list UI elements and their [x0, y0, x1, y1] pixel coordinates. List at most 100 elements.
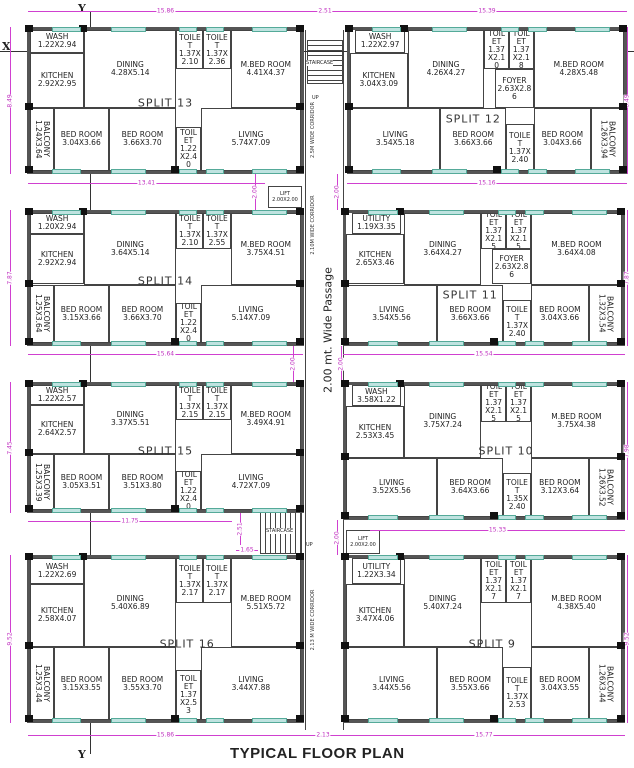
column [619, 166, 627, 173]
room-name: Foyer [499, 253, 524, 263]
window [111, 718, 146, 723]
column [25, 166, 33, 173]
room-dimension: 4.28X5.14 [110, 67, 150, 77]
column [345, 166, 353, 173]
room-toilet: Toilet1.37X2.53 [503, 666, 531, 720]
room-dimension: 4.38X5.40 [557, 601, 596, 611]
window [252, 382, 287, 387]
unit-split-9: Utility1.22X3.34Kitchen3.47X4.06Dining5.… [341, 553, 625, 723]
room-name: Bed Room [539, 478, 581, 488]
room-toilet: Toilet1.37X2.55 [203, 213, 231, 250]
column [296, 715, 304, 722]
room-name: Toilet [179, 32, 201, 50]
room-name: Living [382, 130, 408, 140]
room-name: Bed Room [541, 130, 584, 140]
room-name: M.Bed Room [551, 412, 602, 422]
room-name: Bed Room [539, 304, 581, 314]
room-utility: Utility1.19X3.35 [351, 213, 402, 234]
column [345, 102, 353, 110]
window [500, 169, 520, 174]
unit-split-14: Wash1.20X2.94Kitchen2.92X2.94Dining3.64X… [25, 208, 304, 346]
room-dimension: 3.47X4.06 [355, 614, 395, 624]
room-dimension: 1.37X2.15 [178, 401, 201, 419]
room-dimension: 3.54X5.18 [375, 138, 415, 148]
unit-split-13: Wash1.22X2.94Kitchen2.92X2.95Dining4.28X… [25, 25, 304, 174]
room-name: Toilet [488, 30, 506, 46]
room-toilet: Toilet1.37X2.18 [508, 30, 534, 70]
window [428, 555, 464, 560]
dim-left-1-label: 8.49 [6, 93, 14, 108]
room-name: Living [378, 478, 405, 488]
room-name: Dining [116, 239, 144, 249]
room-toilet: Toilet1.22X2.40 [176, 302, 201, 343]
room-toilet: Toilet1.37X2.10 [176, 30, 204, 70]
room-dimension: 1.37X2.17 [178, 579, 201, 597]
window [525, 341, 544, 346]
room-dimension: 1.37X2.15 [509, 226, 528, 250]
window [111, 341, 146, 346]
room-dimension: 1.22X2.40 [179, 485, 198, 510]
room-living: Living3.54X5.56 [346, 284, 438, 343]
unit-split-16: Wash1.22X2.69Kitchen2.58X4.07Dining5.40X… [25, 553, 304, 723]
room-dimension: 3.64X4.27 [423, 247, 462, 257]
room-kitchen: Kitchen2.53X3.45 [346, 406, 404, 458]
room-name: M.Bed Room [551, 593, 602, 603]
x-axis-marker: X [2, 40, 11, 53]
room-wash: Wash1.22X2.69 [30, 558, 85, 584]
room-bed-room: Bed Room3.15X3.66 [54, 284, 109, 343]
room-name: Toilet [179, 385, 201, 403]
column [25, 505, 33, 512]
window [574, 169, 610, 174]
column [399, 25, 408, 32]
room-dimension: 2.64X2.57 [37, 428, 77, 438]
room-name: Dining [432, 59, 460, 69]
room-name: Toilet [180, 673, 197, 691]
room-name: Bed Room [60, 472, 103, 482]
unit-label: SPLIT 9 [468, 637, 516, 651]
window [368, 210, 398, 215]
room-name: Dining [116, 59, 144, 69]
window [179, 341, 198, 346]
room-dimension: 1.26X3.44 [597, 664, 607, 703]
room-dimension: 5.74X7.09 [231, 138, 271, 148]
room-name: Bed Room [60, 304, 103, 314]
room-kitchen: Kitchen2.92X2.94 [30, 233, 85, 285]
room-bed-room: Bed Room3.66X3.70 [108, 284, 177, 343]
column [296, 166, 304, 173]
window [497, 341, 517, 346]
room-name: Bed Room [452, 130, 495, 140]
window [572, 341, 608, 346]
room-name: Balcony [605, 295, 615, 332]
window [111, 169, 146, 174]
window [497, 515, 517, 520]
room-name: Dining [428, 239, 457, 249]
room-name: Wash [45, 561, 69, 571]
room-dimension: 1.37X2.10 [488, 44, 506, 70]
room-name: Bed Room [121, 674, 164, 684]
unit-split-12: Wash1.22X2.97Kitchen3.04X3.09Dining4.26X… [345, 25, 627, 174]
room-name: Bed Room [121, 304, 164, 314]
room-dimension: 3.37X5.51 [110, 418, 150, 428]
room-name: Toilet [206, 563, 228, 581]
dim-gap-4-label: 2.00 [337, 357, 345, 371]
room-dimension: 1.22X2.40 [179, 317, 198, 343]
room-dimension: 1.37X2.17 [206, 579, 228, 597]
room-dimension: 3.52X5.56 [372, 486, 411, 496]
room-name: Balcony [42, 121, 52, 158]
column [25, 102, 33, 110]
window [497, 382, 517, 387]
room-name: Kitchen [40, 250, 74, 260]
room-name: Toilet [506, 478, 528, 496]
room-balcony: Balcony1.25X3.44 [30, 647, 55, 720]
unit-label: SPLIT 15 [137, 444, 194, 458]
room-dimension: 4.41X4.37 [246, 67, 286, 77]
dim-left-3-label: 7.45 [6, 440, 14, 455]
room-dimension: 3.75X7.24 [423, 420, 462, 430]
room-dimension: 1.35X2.40 [506, 494, 529, 512]
window [111, 210, 146, 215]
window [252, 169, 287, 174]
column [396, 208, 405, 215]
room-toilet: Toilet1.37X2.15 [176, 385, 204, 420]
room-balcony: Balcony1.24X3.64 [30, 107, 55, 171]
dim-gap-3-label: 2.00 [289, 357, 297, 371]
